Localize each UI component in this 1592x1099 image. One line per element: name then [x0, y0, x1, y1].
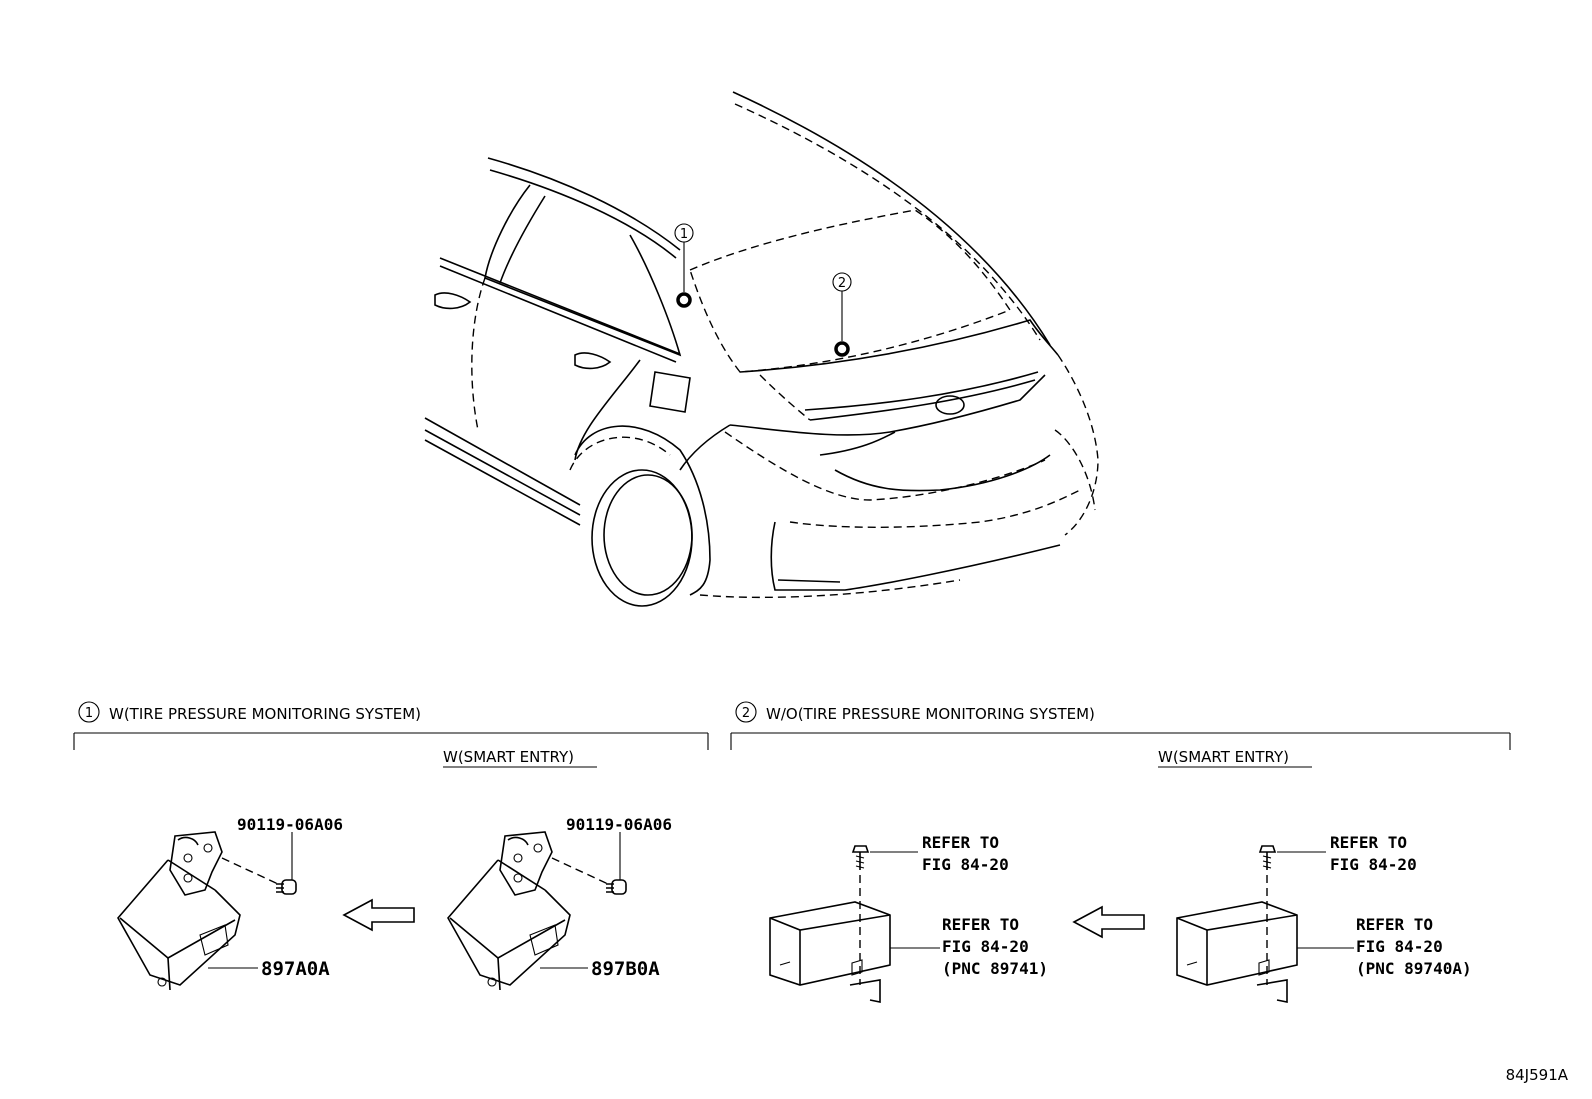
bolt-part-number: 90119-06A06 — [237, 815, 343, 834]
screw-reference-line-1: REFER TO — [1330, 833, 1407, 852]
bolt-icon — [606, 879, 627, 895]
screw-icon — [851, 845, 870, 870]
section-2-header: 2 W/O(TIRE PRESSURE MONITORING SYSTEM) W… — [730, 701, 1511, 768]
section-1-title: W(TIRE PRESSURE MONITORING SYSTEM) — [109, 705, 421, 723]
arrow-left-icon — [342, 898, 415, 932]
bolt-part-number: 90119-06A06 — [566, 815, 672, 834]
section-2-number: 2 — [742, 706, 750, 721]
smart-entry-unit-left: REFER TO FIG 84-20 REFER TO FIG 84-20 (P… — [769, 833, 1048, 1003]
screw-reference-line-1: REFER TO — [922, 833, 999, 852]
screw-reference-line-2: FIG 84-20 — [922, 855, 1009, 874]
unit-reference-line-1: REFER TO — [1356, 915, 1433, 934]
unit-part-number: 897A0A — [261, 958, 330, 980]
section-2-title: W/O(TIRE PRESSURE MONITORING SYSTEM) — [766, 705, 1095, 723]
tpms-receiver-right: 90119-06A06 897B0A — [447, 815, 672, 991]
screw-reference-line-2: FIG 84-20 — [1330, 855, 1417, 874]
unit-reference-line-3: (PNC 89740A) — [1356, 959, 1472, 978]
unit-reference-line-3: (PNC 89741) — [942, 959, 1048, 978]
unit-reference-line-2: FIG 84-20 — [942, 937, 1029, 956]
bolt-icon — [276, 879, 297, 895]
unit-part-number: 897B0A — [591, 958, 660, 980]
callout-1-marker — [676, 292, 692, 308]
unit-reference-line-1: REFER TO — [942, 915, 1019, 934]
section-2-subtitle: W(SMART ENTRY) — [1158, 748, 1289, 766]
arrow-left-icon — [1072, 905, 1145, 939]
callout-1-number: 1 — [680, 227, 688, 242]
screw-icon — [1258, 845, 1277, 870]
car-illustration: 1 2 — [424, 91, 1099, 607]
smart-entry-unit-right: REFER TO FIG 84-20 REFER TO FIG 84-20 (P… — [1176, 833, 1472, 1003]
section-1-number: 1 — [85, 706, 93, 721]
section-1-subtitle: W(SMART ENTRY) — [443, 748, 574, 766]
callout-2-number: 2 — [838, 276, 846, 291]
figure-code: 84J591A — [1506, 1066, 1569, 1084]
section-1-header: 1 W(TIRE PRESSURE MONITORING SYSTEM) W(S… — [73, 701, 709, 768]
unit-reference-line-2: FIG 84-20 — [1356, 937, 1443, 956]
tpms-receiver-left: 90119-06A06 897A0A — [117, 815, 343, 991]
callout-2-marker — [834, 341, 850, 357]
